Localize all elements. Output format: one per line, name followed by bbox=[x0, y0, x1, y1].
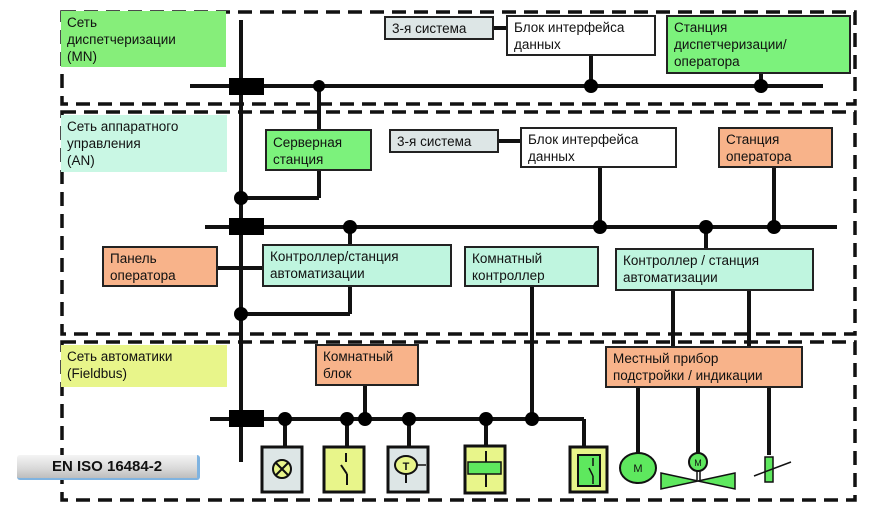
temperature-sensor-icon: T bbox=[386, 445, 430, 494]
controller-station-2[interactable]: Контроллер / станция автоматизации bbox=[615, 248, 814, 291]
room-unit[interactable]: Комнатный блок bbox=[315, 344, 419, 386]
operator-panel[interactable]: Панель оператора bbox=[102, 246, 218, 287]
router-mn bbox=[229, 78, 264, 95]
actuator-icon bbox=[463, 444, 507, 495]
router-fb bbox=[229, 410, 264, 427]
controller-station-1[interactable]: Контроллер/станция автоматизации bbox=[262, 244, 452, 287]
switch-icon bbox=[322, 445, 366, 494]
router-an bbox=[229, 218, 264, 235]
section-frames bbox=[60, 10, 857, 502]
lamp-icon bbox=[260, 445, 304, 494]
svg-text:M: M bbox=[694, 458, 702, 468]
svg-text:T: T bbox=[403, 461, 410, 473]
an-frame bbox=[60, 110, 857, 336]
an-third-system[interactable]: 3-я система bbox=[389, 129, 499, 153]
room-controller[interactable]: Комнатный контроллер bbox=[464, 246, 599, 287]
an-data-interface[interactable]: Блок интерфейса данных bbox=[520, 127, 677, 168]
svg-text:M: M bbox=[633, 463, 642, 475]
fb-section-label: Сеть автоматики (Fieldbus) bbox=[61, 345, 227, 387]
mn-data-interface[interactable]: Блок интерфейса данных bbox=[506, 15, 656, 56]
server-station[interactable]: Серверная станция bbox=[265, 129, 372, 171]
mn-section-label: Сеть диспетчеризации (MN) bbox=[61, 11, 226, 67]
standard-badge: EN ISO 16484-2 bbox=[17, 455, 200, 480]
switch-contact-icon bbox=[568, 445, 609, 494]
sensor-icon bbox=[753, 456, 792, 483]
motor-icon: M bbox=[619, 452, 657, 484]
local-device[interactable]: Местный прибор подстройки / индикации bbox=[605, 346, 803, 388]
an-section-label: Сеть аппаратного управления (AN) bbox=[61, 115, 227, 172]
fb-frame bbox=[60, 340, 857, 502]
bus-lines bbox=[190, 20, 837, 462]
valve-icon: M bbox=[660, 452, 736, 490]
mn-frame bbox=[60, 10, 857, 106]
routers bbox=[229, 78, 264, 427]
operator-station[interactable]: Станция оператора bbox=[718, 127, 833, 168]
junctions bbox=[234, 79, 781, 426]
mn-dispatch-station[interactable]: Станция диспетчеризации/ оператора bbox=[666, 15, 851, 74]
mn-third-system[interactable]: 3-я система bbox=[384, 16, 494, 40]
field-devices: T M M bbox=[260, 444, 792, 495]
